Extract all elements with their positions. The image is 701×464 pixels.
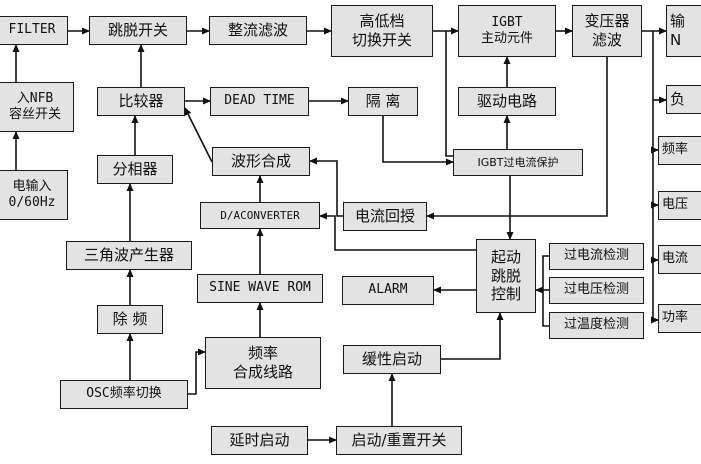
output-block: 输 N (666, 5, 701, 57)
divider-block: 除 频 (97, 305, 163, 334)
current-meter-block: 电流 (658, 245, 701, 274)
waveform-synthesis-block: 波形合成 (212, 147, 310, 176)
wire-detect-bus (542, 255, 549, 327)
dac-block: D/ACONVERTER (200, 202, 320, 229)
wire-feedback-synthesis (309, 157, 343, 217)
overvoltage-detect-block: 过电压检测 (549, 277, 644, 304)
dead-time-block: DEAD TIME (210, 87, 309, 116)
transformer-filter-block: 变压器 滤波 (572, 5, 642, 57)
wire-range-overcurrent (445, 31, 453, 157)
wire-softstart-control (441, 312, 504, 360)
delay-start-block: 延时启动 (211, 426, 308, 455)
frequency-meter-block: 频率 (658, 136, 701, 165)
wire-isolation-overcurrent (382, 116, 454, 166)
sine-rom-block: SINE WAVE ROM (197, 274, 323, 303)
start-reset-switch-block: 启动/重置开关 (336, 426, 462, 455)
drive-circuit-block: 驱动电路 (458, 87, 556, 116)
nfb-input-block: 入NFB 容丝开关 (0, 82, 74, 132)
overcurrent-detect-block: 过电流检测 (549, 243, 644, 270)
current-feedback-block: 电流回授 (343, 202, 427, 231)
freq-synth-block: 频率 合成线路 (205, 337, 321, 389)
phase-splitter-block: 分相器 (97, 155, 173, 184)
comparator-block: 比较器 (97, 87, 185, 116)
overtemp-detect-block: 过温度检测 (549, 312, 644, 339)
igbt-unit-block: IGBT 主动元件 (458, 5, 556, 57)
wire-synthesis-comparator (184, 107, 213, 163)
range-switch-block: 高低档 切换开关 (331, 5, 433, 57)
voltage-meter-block: 电压 (658, 191, 701, 220)
wire-control-dac (319, 212, 476, 251)
power-meter-block: 功率 (658, 304, 701, 333)
load-block: 负 (666, 85, 701, 114)
soft-start-block: 缓性启动 (343, 345, 441, 374)
osc-switch-block: OSC频率切换 (60, 380, 188, 409)
triangle-generator-block: 三角波产生器 (66, 241, 192, 270)
wire-transformer-feedback (426, 57, 608, 220)
igbt-overcurrent-block: IGBT过电流保护 (453, 149, 583, 176)
wire-osc-freqsynth (188, 348, 206, 395)
alarm-block: ALARM (342, 276, 434, 305)
rectifier-filter-block: 整流滤波 (209, 16, 307, 45)
filter-block: FILTER (0, 16, 68, 45)
isolation-block: 隔 离 (348, 87, 418, 116)
power-input-block: 电输入 0/60Hz (0, 170, 68, 220)
trip-switch-block: 跳脱开关 (89, 16, 187, 45)
start-trip-control-block: 起动 跳脱 控制 (476, 239, 536, 313)
